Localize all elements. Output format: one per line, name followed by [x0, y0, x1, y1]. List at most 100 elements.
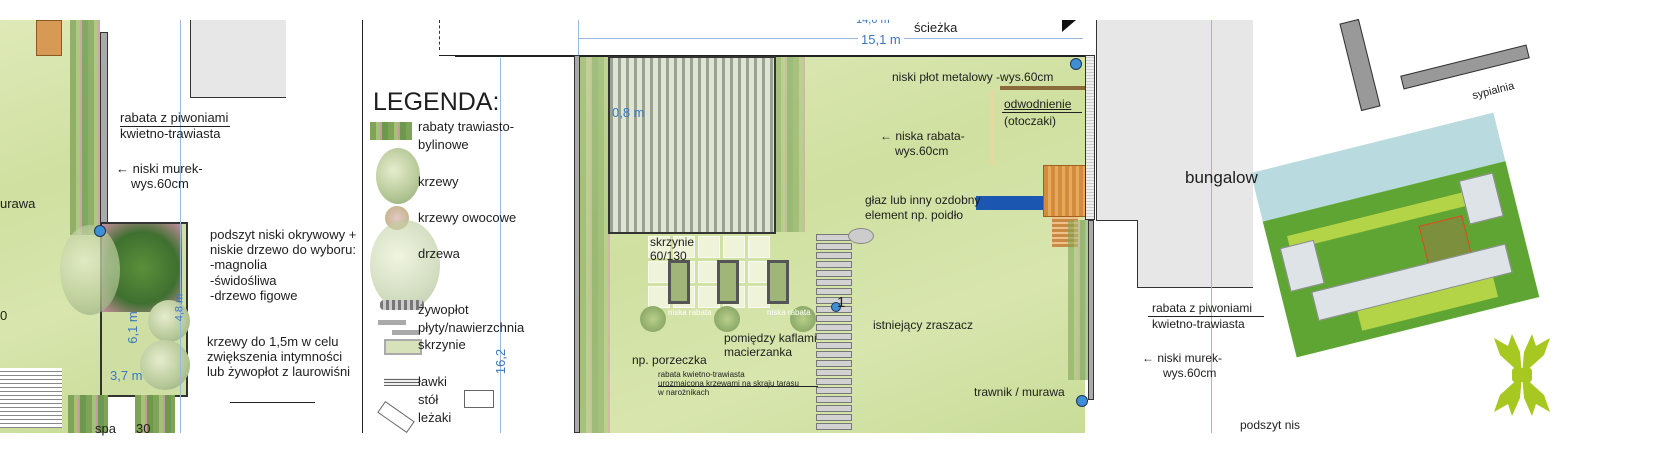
label: spa [95, 421, 116, 436]
label: podszyt niski okrywowy + [210, 227, 357, 242]
dimension-label: 0,8 m [612, 105, 645, 120]
label: (otoczaki) [1004, 114, 1057, 128]
label: ścieżka [914, 20, 958, 35]
stepping-stone [816, 414, 852, 421]
label: krzewy do 1,5m w celu [207, 334, 339, 349]
slide [976, 196, 1048, 210]
legend-label: krzewy [418, 174, 459, 189]
shrub-swatch [376, 148, 420, 204]
building-label: bungalow [1185, 168, 1258, 187]
dimension-label: 14,6 m [856, 14, 890, 26]
paving-tile [648, 286, 670, 308]
dimension-label: 15,1 m [858, 32, 904, 47]
label: np. porzeczka [632, 353, 707, 367]
legend-label: płyty/nawierzchnia [418, 320, 525, 335]
label: niski płot metalowy -wys.60cm [892, 70, 1054, 84]
label: ← niski murek- [1142, 351, 1223, 365]
stepping-stone [816, 351, 852, 358]
legend-label: stół [418, 392, 439, 407]
sprinkler-number: 1 [837, 294, 846, 311]
label: wys.60cm [131, 176, 189, 191]
label: pomiędzy kaflami [724, 331, 817, 345]
label: ← niski murek- [116, 161, 203, 176]
stepping-stone [816, 315, 852, 322]
stepping-stone [816, 333, 852, 340]
label: ← niska rabata- [880, 129, 965, 143]
stepping-stone [816, 279, 852, 286]
label: rabata z piwoniami [1152, 301, 1253, 315]
dimension-label: 4,8 m [173, 293, 186, 322]
stepping-stone [816, 369, 852, 376]
boulder [848, 228, 874, 244]
legend-title: LEGENDA: [373, 88, 500, 116]
planter-label: niska rabata [668, 308, 712, 317]
stepping-stone [816, 234, 852, 241]
label: -magnolia [210, 257, 268, 272]
label: macierzanka [724, 345, 793, 359]
table-swatch [464, 390, 494, 408]
legend-label: żywopłot [418, 302, 469, 317]
label: kwietno-trawiasta [120, 126, 221, 141]
stepping-stone [816, 252, 852, 259]
perennial-bed-swatch [370, 122, 412, 140]
stepping-stone [816, 378, 852, 385]
legend-label: ławki [418, 374, 447, 389]
label: podszyt nis [1240, 418, 1301, 432]
label: element np. poidło [865, 208, 964, 222]
paving-tile [648, 236, 670, 258]
stepping-stone [816, 261, 852, 268]
stepping-stone [816, 405, 852, 412]
label: 0 [0, 308, 8, 323]
stepping-stone [816, 342, 852, 349]
dimension-label: 6,1 m [124, 311, 140, 344]
dimension-label: 3,7 m [110, 368, 143, 383]
legend-label: krzewy owocowe [418, 210, 517, 225]
label: kwietno-trawiasta [1152, 317, 1245, 331]
left-plan [0, 20, 190, 433]
paving-tile [748, 236, 770, 258]
legend-label: leżaki [418, 410, 452, 425]
stepping-stone [816, 243, 852, 250]
label: urozmaicona krzewami na skraju tarasu [658, 379, 799, 388]
neighbour-building [190, 20, 286, 98]
lounger-swatch [377, 400, 415, 434]
stepping-stone [816, 360, 852, 367]
label: odwodnienie [1004, 97, 1072, 111]
paving-swatch [378, 320, 406, 325]
label: -drzewo figowe [210, 288, 298, 303]
paving-tile [673, 236, 695, 258]
planter-label: niska rabata [767, 308, 811, 317]
label: istniejący zraszacz [873, 318, 974, 332]
stepping-stone [816, 288, 852, 295]
label: 60/130 [650, 249, 687, 263]
site-overview-inset [1250, 112, 1540, 358]
stepping-stone [816, 270, 852, 277]
label: urawa [0, 196, 36, 211]
hedge-swatch [380, 300, 424, 310]
label: w narożnikach [658, 388, 710, 397]
label: głaz lub inny ozdobny [865, 193, 981, 207]
label: rabata z piwoniami [120, 110, 229, 125]
tree-swatch [370, 220, 440, 310]
paving-tile [723, 236, 745, 258]
label: 30 [136, 421, 151, 436]
label: lub żywopłot z laurowiśni [207, 364, 351, 379]
label: zwiększenia intymności [207, 349, 343, 364]
wooden-deck [608, 56, 776, 234]
stepping-stone [816, 396, 852, 403]
legend-label: skrzynie [418, 337, 466, 352]
legend-label: bylinowe [418, 137, 469, 152]
paving-tile [648, 261, 670, 283]
dimension-label: 16,2 [493, 348, 509, 375]
label: trawnik / murawa [974, 385, 1065, 399]
label: -świdośliwa [210, 273, 277, 288]
label: rabata kwietno-trawiasta [658, 370, 745, 379]
paving-tile [698, 236, 720, 258]
label: skrzynie [650, 235, 695, 249]
logo-leaf-icon [1494, 334, 1550, 416]
planter-swatch [384, 339, 422, 355]
stepping-stone [816, 423, 852, 430]
label: wys.60cm [895, 144, 949, 158]
stepping-stone [816, 324, 852, 331]
play-house [1043, 165, 1087, 217]
